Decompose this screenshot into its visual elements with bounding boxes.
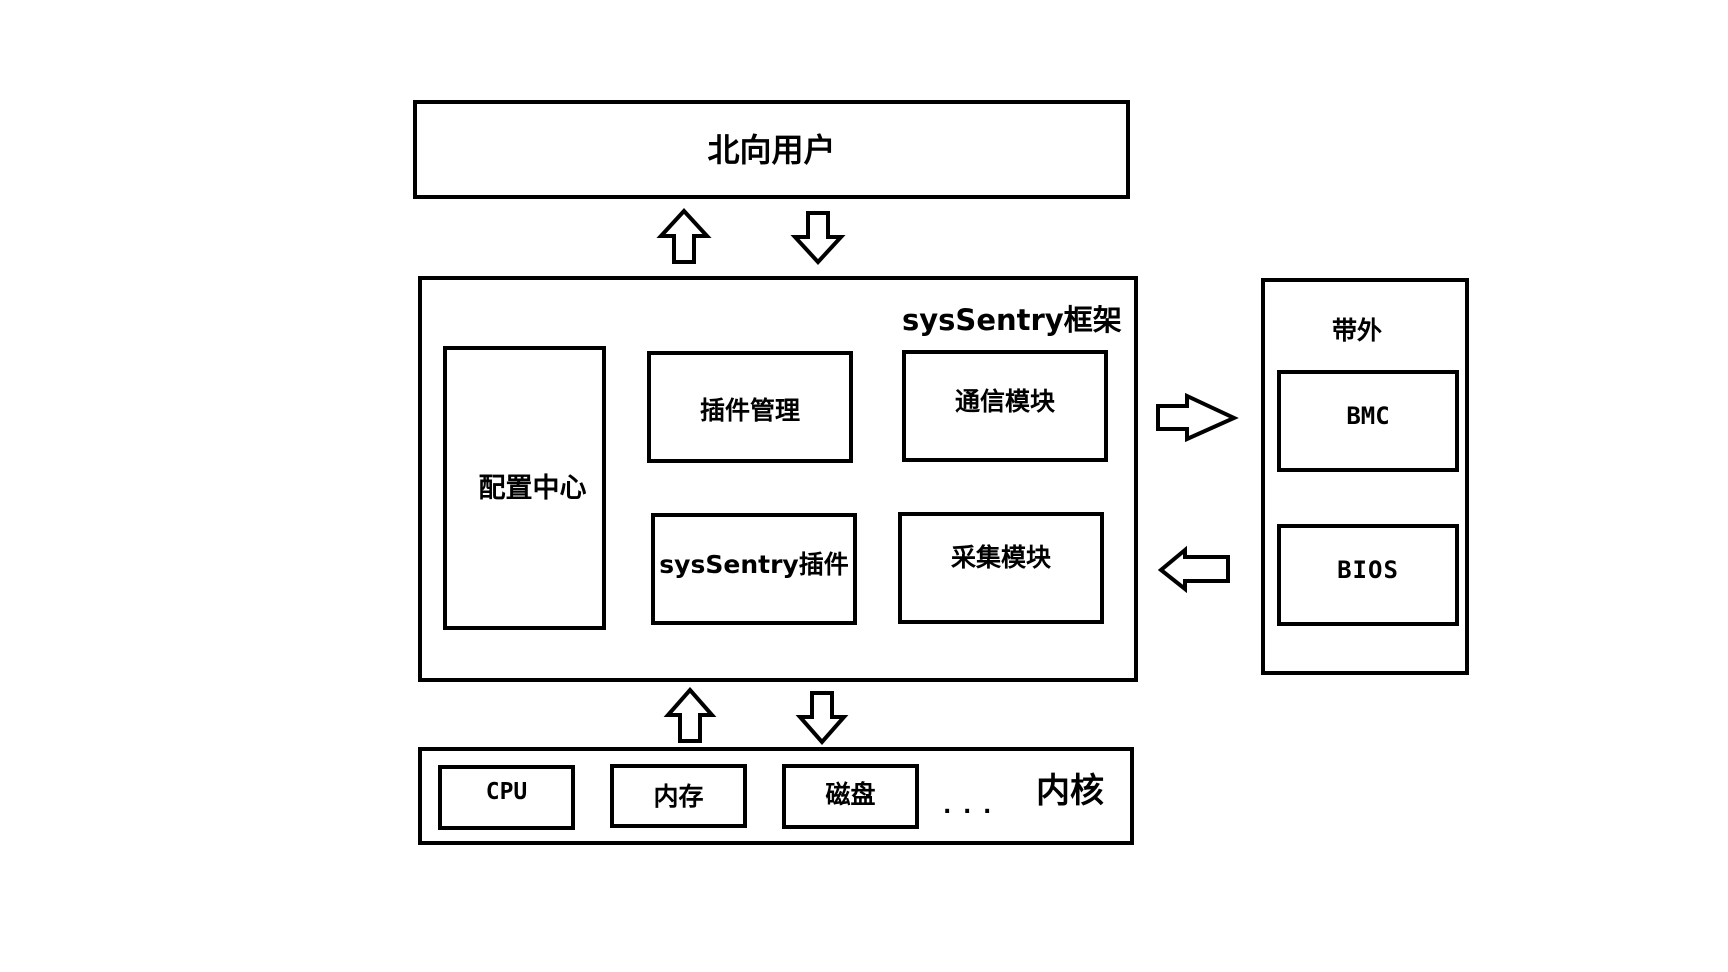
kernel-more-ellipsis: . . . bbox=[943, 794, 994, 819]
collect-module-box: 采集模块 bbox=[898, 512, 1104, 624]
arrow-down-to-kernel bbox=[795, 691, 849, 746]
out-of-band-title: 带外 bbox=[1332, 316, 1383, 345]
kernel-item-cpu: CPU bbox=[438, 765, 575, 830]
arrow-left-from-out-of-band bbox=[1157, 545, 1230, 594]
kernel-item-cpu-label: CPU bbox=[485, 779, 528, 805]
arrow-up-to-northbound bbox=[656, 208, 712, 264]
comm-module-label: 通信模块 bbox=[954, 386, 1055, 416]
kernel-item-memory-label: 内存 bbox=[653, 781, 704, 811]
arrow-right-to-out-of-band bbox=[1156, 392, 1239, 443]
northbound-user-box: 北向用户 bbox=[413, 100, 1130, 199]
kernel-item-memory: 内存 bbox=[610, 764, 747, 828]
arrow-up-from-kernel bbox=[663, 686, 717, 743]
syssentry-plugin-label: sysSentry插件 bbox=[659, 549, 849, 579]
syssentry-plugin-box: sysSentry插件 bbox=[651, 513, 857, 625]
kernel-item-disk: 磁盘 bbox=[782, 764, 919, 829]
kernel-title: 内核 bbox=[1036, 771, 1104, 811]
bmc-label: BMC bbox=[1346, 402, 1390, 430]
config-center-box: 配置中心 bbox=[443, 346, 606, 630]
bmc-box: BMC bbox=[1277, 370, 1459, 472]
plugin-manager-box: 插件管理 bbox=[647, 351, 853, 463]
bios-box: BIOS bbox=[1277, 524, 1459, 626]
syssentry-framework-title: sysSentry框架 bbox=[902, 303, 1122, 337]
bios-label: BIOS bbox=[1337, 556, 1399, 584]
kernel-item-disk-label: 磁盘 bbox=[825, 780, 876, 809]
plugin-manager-label: 插件管理 bbox=[699, 395, 800, 425]
config-center-label: 配置中心 bbox=[478, 472, 587, 504]
arrow-down-from-northbound bbox=[790, 211, 846, 265]
northbound-user-label: 北向用户 bbox=[707, 130, 836, 169]
collect-module-label: 采集模块 bbox=[950, 542, 1051, 572]
comm-module-box: 通信模块 bbox=[902, 350, 1108, 462]
